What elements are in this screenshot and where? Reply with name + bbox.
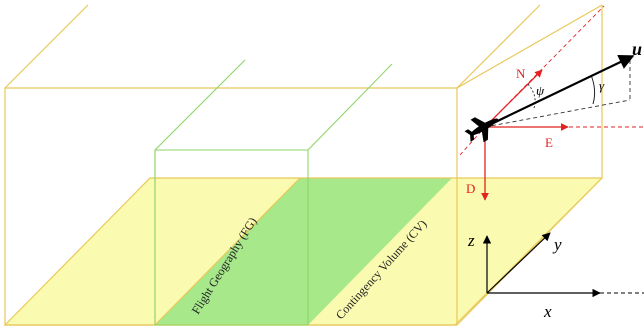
north-axis xyxy=(484,69,543,128)
x-label: x xyxy=(543,302,552,321)
heading-angle-arc xyxy=(527,83,536,109)
north-label: N xyxy=(516,66,526,81)
contingency-volume-box xyxy=(3,4,604,326)
flight-geography-ground-fill xyxy=(155,178,452,325)
flight-path-angle-label: γ xyxy=(599,78,605,93)
heading-angle-label: ψ xyxy=(536,83,545,98)
y-label: y xyxy=(552,235,562,254)
velocity-label: u xyxy=(632,39,642,59)
velocity-vector xyxy=(484,55,635,128)
aircraft-icon xyxy=(464,117,498,143)
flight-path-angle-arc xyxy=(590,74,596,105)
inertial-axes xyxy=(482,232,601,298)
z-label: z xyxy=(467,231,475,250)
y-axis xyxy=(486,232,551,294)
east-label: E xyxy=(545,135,553,150)
flight-geography-box xyxy=(154,59,393,326)
down-label: D xyxy=(466,181,475,196)
